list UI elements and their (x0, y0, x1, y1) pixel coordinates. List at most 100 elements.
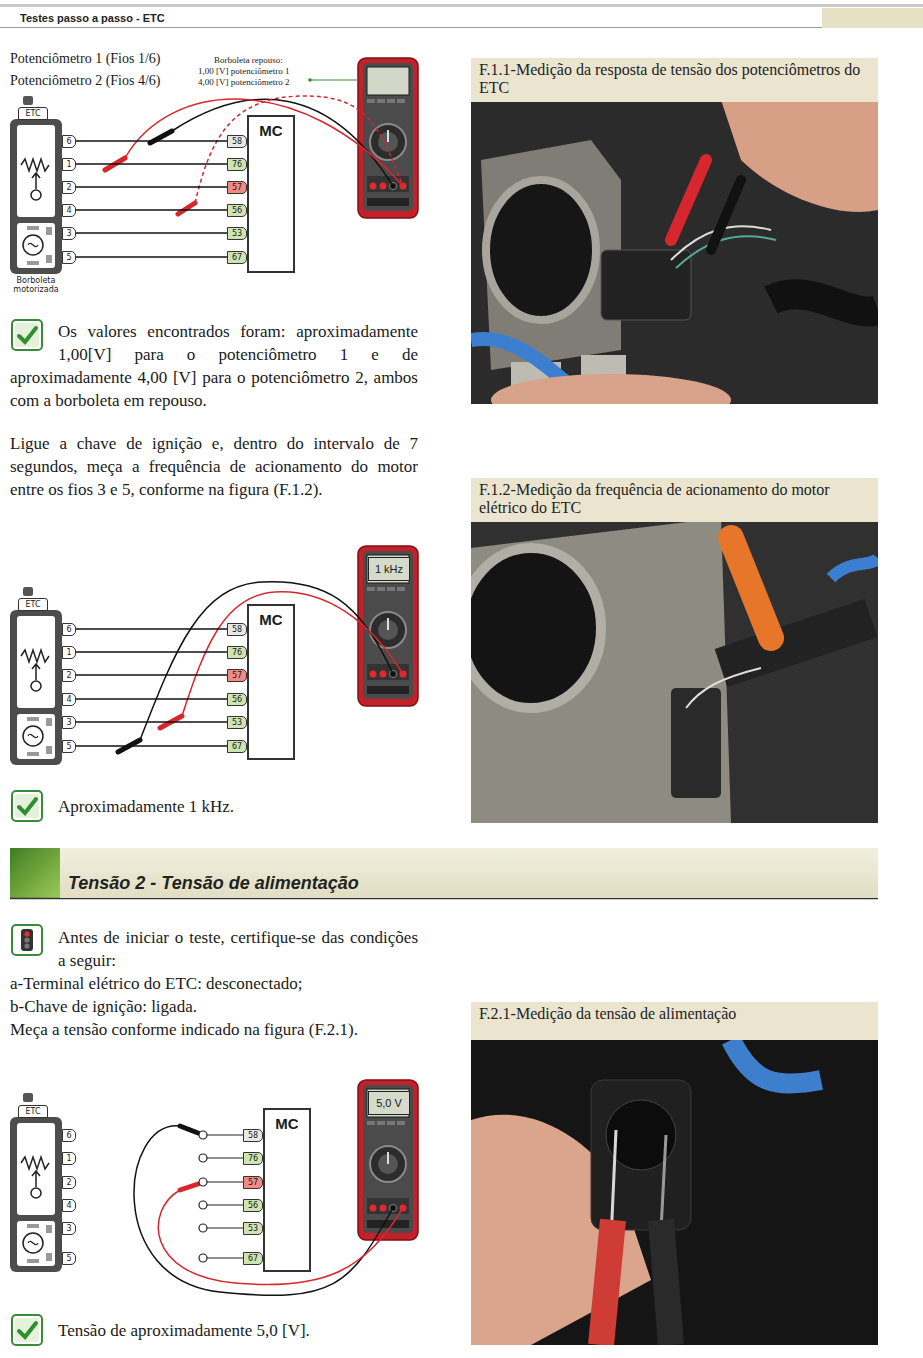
wire (76, 674, 227, 675)
ecu-pin: 76 (227, 158, 247, 171)
ecu-pin: 58 (243, 1129, 263, 1142)
connector-tab: ETC (18, 598, 48, 611)
etc-icon (23, 587, 33, 596)
photo (491, 374, 731, 426)
section-band-mark (10, 848, 878, 899)
pin-terminal: 4 (62, 693, 76, 706)
node-text: MC (259, 122, 282, 139)
node-text: 76 (248, 1154, 258, 1163)
node-text: 57 (232, 183, 242, 192)
open-wire (199, 1201, 207, 1209)
photo (731, 1040, 821, 1084)
etc-body (10, 1117, 62, 1272)
photo-caption: F.2.1-Medição da tensão de alimentação (471, 1002, 878, 1040)
photo (676, 236, 776, 268)
node-text: 3 (66, 718, 71, 727)
node-text: 53 (232, 718, 242, 727)
node-text: 57 (232, 671, 242, 680)
photo (711, 180, 741, 250)
pin-terminal: 4 (62, 204, 76, 217)
check-icon (12, 1315, 42, 1345)
page-header (0, 4, 923, 7)
node-text: 53 (248, 1224, 258, 1233)
test-lead (178, 203, 195, 214)
node-text: ETC (25, 600, 40, 609)
page-title: Testes passo a passo - ETC (20, 12, 165, 25)
wire (76, 186, 227, 187)
node-text: 1 kHz (375, 563, 403, 576)
node-text: 58 (232, 625, 242, 634)
open-wire (199, 1154, 207, 1162)
node-text: 2 (66, 1178, 71, 1187)
pin-terminal: 1 (62, 1152, 76, 1165)
open-wire (207, 1134, 243, 1135)
pin-terminal: 6 (62, 135, 76, 148)
body-paragraph: Meça a tensão conforme indicado na figur… (10, 1018, 418, 1041)
reading-note: Borboleta repouso: (214, 55, 283, 66)
pin-terminal: 1 (62, 646, 76, 659)
node-text: 58 (248, 1131, 258, 1140)
test-lead (105, 96, 403, 1295)
reading-note: 4,00 [V] potenciômetro 2 (198, 77, 289, 88)
multimeter (358, 58, 418, 1240)
pin-terminal: 2 (62, 181, 76, 194)
node-text: 5,0 V (376, 1097, 402, 1110)
photo (471, 100, 878, 404)
wire (76, 163, 227, 164)
body-paragraph: b-Chave de ignição: ligada. (10, 995, 418, 1018)
node-text: 4 (66, 695, 71, 704)
node-text: ETC (25, 1107, 40, 1116)
ecu-pin: 76 (243, 1152, 263, 1165)
open-wire (199, 1254, 207, 1262)
warning-icon (24, 937, 29, 942)
photo (721, 618, 871, 668)
open-wire (199, 1131, 207, 1139)
pin-terminal: 2 (62, 669, 76, 682)
node-text: 3 (66, 1224, 71, 1233)
node-text: 4 (66, 1201, 71, 1210)
wire (76, 256, 227, 257)
etc-body (10, 119, 62, 274)
etc-icon (23, 96, 33, 105)
open-wire (207, 1257, 243, 1258)
node-text: 76 (232, 648, 242, 657)
result-text: Tensão de aproximadamente 5,0 [V]. (58, 1319, 418, 1342)
photo (601, 1220, 613, 1345)
multimeter (358, 58, 418, 218)
photo (661, 1135, 666, 1230)
warning-icon (24, 943, 29, 948)
photo (471, 1040, 878, 1345)
check-icon (12, 320, 42, 350)
wire (76, 232, 227, 233)
node-text: 67 (232, 742, 242, 751)
leader-line (310, 79, 358, 80)
ecu-pin: 58 (227, 623, 247, 636)
page-header (0, 27, 822, 28)
test-lead (180, 1184, 198, 1190)
photo (461, 548, 601, 708)
test-lead (195, 96, 403, 203)
wire (76, 628, 227, 629)
ecu-pin: 53 (243, 1222, 263, 1235)
photo (461, 518, 878, 823)
ecu-pin: 57 (243, 1176, 263, 1189)
photo (591, 1080, 691, 1230)
node-text: 4 (66, 206, 71, 215)
node-text: 6 (66, 1131, 71, 1140)
ecu-pin: 67 (243, 1252, 263, 1265)
node-text: 56 (232, 695, 242, 704)
pin-terminal: 1 (62, 158, 76, 171)
test-lead (180, 1126, 198, 1133)
node-text: 2 (66, 671, 71, 680)
pin-terminal: 6 (62, 1129, 76, 1142)
photo (771, 294, 878, 311)
node-text: F.1.1-Medição da resposta de tensão dos … (479, 61, 870, 97)
pin-terminal: 6 (62, 623, 76, 636)
pin-terminal: 4 (62, 1199, 76, 1212)
page-header (822, 8, 923, 28)
leader-line (308, 78, 358, 82)
node-text: 1 (66, 648, 71, 657)
photo (661, 1220, 671, 1345)
